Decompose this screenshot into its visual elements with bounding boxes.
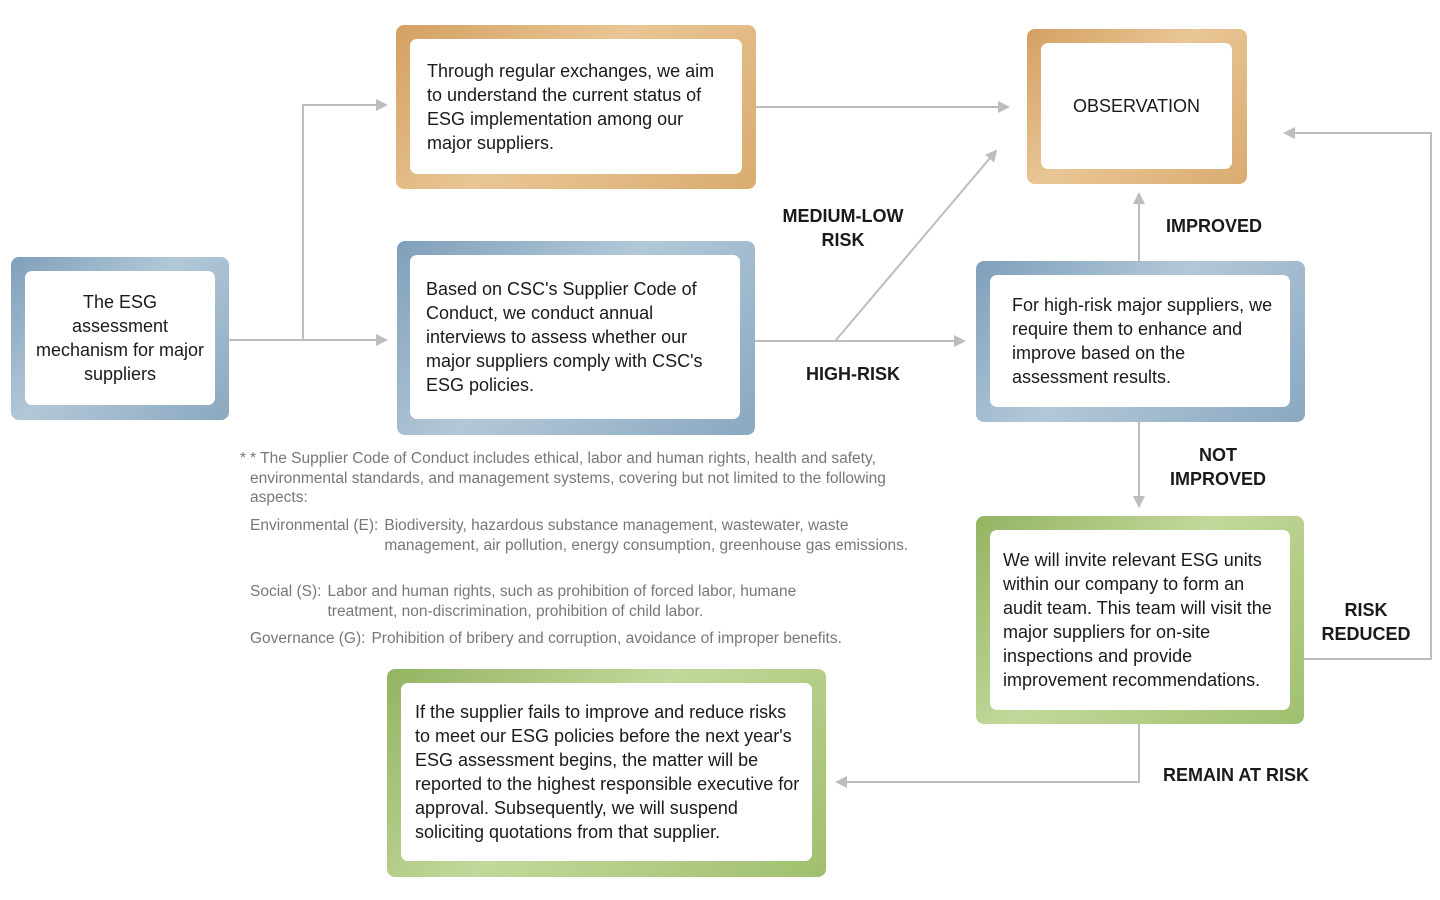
label-not-improved: NOT IMPROVED (1169, 445, 1266, 489)
node-observation-text: OBSERVATION (1041, 43, 1232, 169)
footnote-intro: * * The Supplier Code of Conduct include… (240, 449, 930, 508)
node-observation: OBSERVATION (1027, 29, 1247, 184)
node-report: If the supplier fails to improve and red… (387, 669, 826, 877)
footnote-governance-text: Prohibition of bribery and corruption, a… (371, 630, 842, 647)
label-improved: IMPROVED (1165, 216, 1262, 236)
node-start: The ESG assessment mechanism for major s… (11, 257, 229, 420)
footnote-governance: Governance (G): Prohibition of bribery a… (250, 629, 930, 649)
footnote-social-text: Labor and human rights, such as prohibit… (327, 583, 797, 620)
footnote-environmental-label: Environmental (E): (250, 517, 379, 534)
footnote-social-label: Social (S): (250, 583, 322, 600)
node-exchange-text: Through regular exchanges, we aim to und… (410, 39, 742, 174)
label-high-risk: HIGH-RISK (806, 364, 900, 384)
node-audit: We will invite relevant ESG units within… (976, 516, 1304, 724)
footnote-environmental: Environmental (E): Biodiversity, hazardo… (250, 516, 910, 555)
label-risk-reduced: RISK REDUCED (1321, 600, 1411, 644)
node-interview-text: Based on CSC's Supplier Code of Conduct,… (410, 255, 740, 419)
node-exchange: Through regular exchanges, we aim to und… (396, 25, 756, 189)
node-enhance-text: For high-risk major suppliers, we requir… (990, 275, 1290, 407)
label-remain-at-risk: REMAIN AT RISK (1163, 765, 1309, 785)
node-report-text: If the supplier fails to improve and red… (401, 683, 812, 861)
node-enhance: For high-risk major suppliers, we requir… (976, 261, 1305, 422)
label-medium-low-risk: MEDIUM-LOW RISK (782, 206, 904, 250)
footnote-intro-text: * The Supplier Code of Conduct includes … (250, 450, 886, 506)
node-audit-text: We will invite relevant ESG units within… (990, 530, 1290, 710)
arrow-risk-reduced-to-observation (1283, 127, 1432, 660)
node-start-text: The ESG assessment mechanism for major s… (25, 271, 215, 405)
footnote-environmental-text: Biodiversity, hazardous substance manage… (384, 517, 909, 554)
footnote-social: Social (S): Labor and human rights, such… (250, 582, 870, 621)
arrow-remain-at-risk-to-report (835, 724, 1140, 788)
node-interview: Based on CSC's Supplier Code of Conduct,… (397, 241, 755, 435)
footnote-governance-label: Governance (G): (250, 630, 366, 647)
arrow-start-to-exchange (229, 99, 388, 341)
